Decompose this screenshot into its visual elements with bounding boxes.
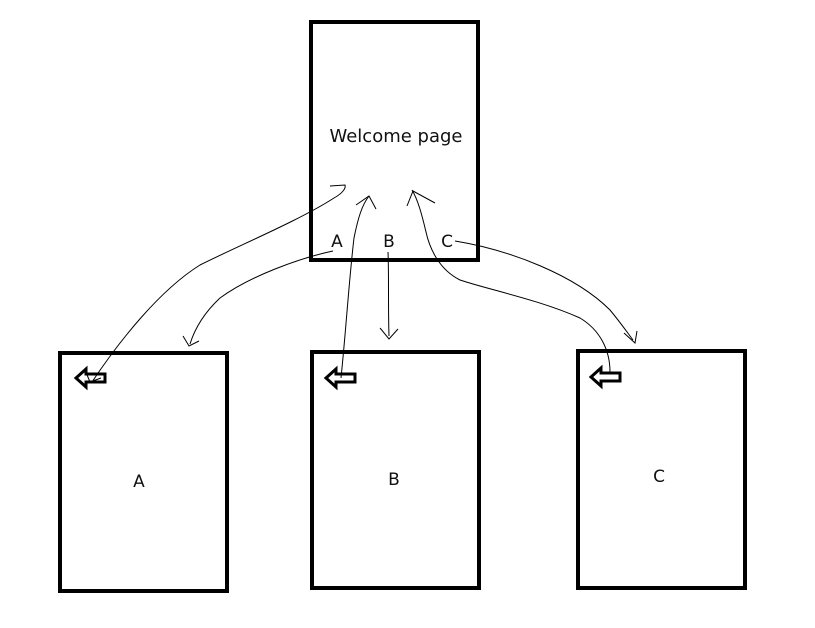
welcome-link-b[interactable]: B	[383, 232, 395, 252]
connector-welcome-to-a	[182, 250, 334, 347]
connector-welcome-to-c	[454, 240, 638, 344]
welcome-page-title: Welcome page	[329, 126, 462, 147]
page-a-box: A	[58, 351, 229, 593]
welcome-link-c[interactable]: C	[441, 232, 453, 252]
back-arrow-icon[interactable]	[323, 365, 357, 391]
welcome-page-box: Welcome page A B C	[309, 20, 480, 262]
connector-b-to-welcome	[340, 195, 377, 379]
connector-c-to-welcome	[406, 189, 611, 373]
welcome-link-a[interactable]: A	[331, 232, 343, 252]
page-b-label: B	[388, 470, 400, 490]
page-c-label: C	[653, 467, 665, 487]
connector-welcome-to-b	[379, 251, 399, 340]
connector-a-to-welcome	[84, 184, 346, 383]
back-arrow-icon[interactable]	[73, 365, 107, 391]
page-a-label: A	[133, 472, 145, 492]
page-b-box: B	[310, 350, 481, 590]
page-c-box: C	[576, 349, 747, 590]
back-arrow-icon[interactable]	[588, 364, 622, 390]
